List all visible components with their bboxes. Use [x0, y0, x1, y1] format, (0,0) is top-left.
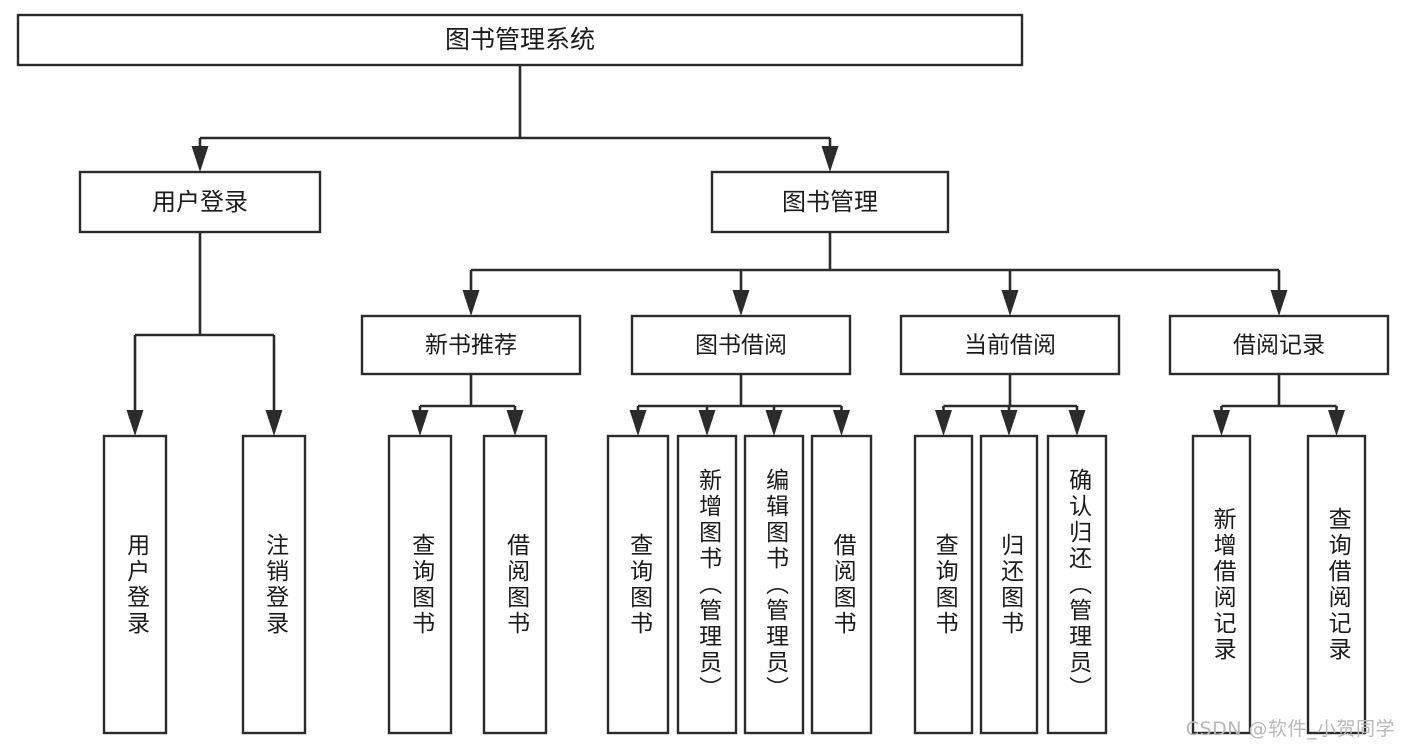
node-box-leaf-4[interactable]: [606, 434, 670, 735]
node-box-leaf-5[interactable]: [676, 434, 738, 735]
edge-l2-to-l3-3-arrowhead: [1270, 290, 1288, 316]
edge-leaf-1-arrowhead: [265, 410, 283, 436]
edge-leaf-11-arrowhead: [1213, 410, 1230, 436]
edge-root-to-l2-0-arrowhead: [191, 146, 209, 172]
node-label-l3-3: 借阅记录: [1233, 333, 1325, 359]
node-box-l2-0[interactable]: [78, 170, 322, 234]
node-box-leaf-12[interactable]: [1306, 434, 1367, 735]
node-box-l2-1[interactable]: [710, 170, 950, 234]
edge-leaf-9-arrowhead: [1000, 410, 1018, 436]
edge-leaf-5-arrowhead: [698, 410, 716, 436]
node-box-leaf-6[interactable]: [743, 434, 805, 735]
node-box-l3-3[interactable]: [1168, 314, 1390, 376]
edge-l2-to-l3-1-arrowhead: [732, 290, 750, 316]
edge-leaf-3-arrowhead: [506, 410, 524, 436]
node-box-l3-2[interactable]: [899, 314, 1121, 376]
node-box-leaf-3[interactable]: [482, 434, 548, 735]
node-box-l3-1[interactable]: [630, 314, 852, 376]
edge-leaf-8-arrowhead: [935, 410, 952, 436]
edge-l2-to-l3-0-arrowhead: [462, 290, 480, 316]
edge-l2-to-l3-2-arrowhead: [1001, 290, 1019, 316]
node-box-leaf-7[interactable]: [810, 434, 873, 735]
edge-leaf-12-arrowhead: [1328, 410, 1345, 436]
edge-leaf-6-arrowhead: [765, 410, 783, 436]
node-label-l2-1: 图书管理: [782, 188, 878, 216]
node-label-l3-0: 新书推荐: [425, 333, 517, 359]
edge-leaf-0-arrowhead: [126, 410, 144, 436]
node-box-leaf-10[interactable]: [1046, 434, 1108, 735]
watermark: CSDN @软件_小贺同学: [1185, 718, 1395, 740]
connectors-layer: [126, 65, 1345, 436]
node-box-leaf-0[interactable]: [102, 434, 168, 735]
node-box-l3-0[interactable]: [360, 314, 582, 376]
node-box-leaf-11[interactable]: [1191, 434, 1252, 735]
node-box-leaf-8[interactable]: [913, 434, 974, 735]
node-label-l3-2: 当前借阅: [964, 333, 1056, 359]
node-label-l3-1: 图书借阅: [695, 333, 787, 359]
node-box-leaf-2[interactable]: [387, 434, 453, 735]
edge-leaf-4-arrowhead: [629, 410, 647, 436]
edge-leaf-10-arrowhead: [1068, 410, 1086, 436]
edge-root-to-l2-1-arrowhead: [821, 146, 839, 172]
node-box-leaf-1[interactable]: [241, 434, 307, 735]
boxes-layer: [16, 13, 1390, 735]
edge-leaf-2-arrowhead: [411, 410, 429, 436]
edge-leaf-7-arrowhead: [833, 410, 850, 436]
node-box-leaf-9[interactable]: [979, 434, 1039, 735]
node-box-root[interactable]: [16, 13, 1024, 67]
node-label-l2-0: 用户登录: [152, 188, 248, 216]
node-label-root: 图书管理系统: [445, 25, 595, 54]
